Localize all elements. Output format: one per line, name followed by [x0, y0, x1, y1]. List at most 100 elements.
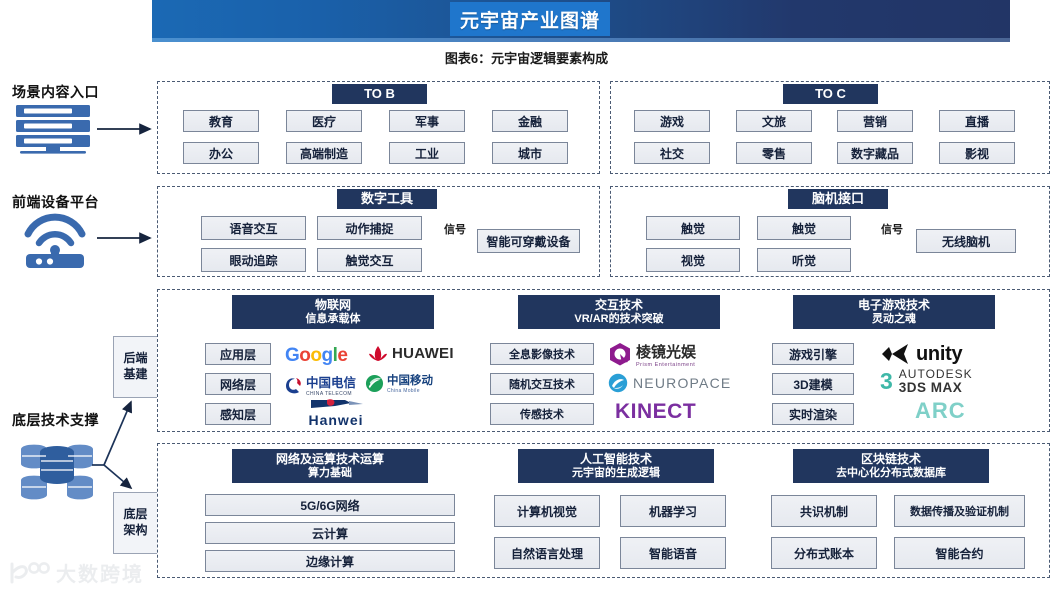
item-consensus-mechanism[interactable]: 共识机制: [771, 495, 877, 527]
hanwei-logo-text: Hanwei: [308, 412, 364, 428]
item-gaming[interactable]: 游戏: [634, 110, 710, 132]
item-machine-learning[interactable]: 机器学习: [620, 495, 726, 527]
chip-interaction-tech-title: 交互技术: [594, 297, 643, 312]
chip-bci: 脑机接口: [788, 189, 888, 209]
chip-to-c: TO C: [783, 84, 878, 104]
item-medical[interactable]: 医疗: [286, 110, 362, 132]
autodesk-label: AUTODESK: [898, 367, 973, 382]
item-retail[interactable]: 零售: [736, 142, 812, 164]
chip-gaming-tech-title: 电子游戏技术: [857, 297, 930, 312]
item-military[interactable]: 军事: [389, 110, 465, 132]
chip-iot-sub: 信息承载体: [305, 312, 361, 325]
item-cloud-computing[interactable]: 云计算: [205, 522, 455, 544]
item-social[interactable]: 社交: [634, 142, 710, 164]
item-film-tv[interactable]: 影视: [939, 142, 1015, 164]
item-haptic-2[interactable]: 触觉: [757, 216, 851, 240]
rail-node-backend-infra-line2: 基建: [123, 367, 148, 381]
item-holographic-imaging[interactable]: 全息影像技术: [490, 343, 594, 365]
item-haptic-interaction[interactable]: 触觉交互: [317, 248, 422, 272]
rail-label-scene-entry: 场景内容入口: [12, 84, 99, 100]
google-logo-o1: o: [299, 345, 311, 366]
chip-blockchain-tech-title: 区块链技术: [860, 451, 921, 466]
item-network-layer[interactable]: 网络层: [205, 373, 271, 395]
item-haptic-1[interactable]: 触觉: [646, 216, 740, 240]
rail-node-backend-infra-line1: 后端: [123, 351, 148, 366]
item-3d-modeling[interactable]: 3D建模: [772, 373, 854, 395]
rail-node-underlying-arch[interactable]: 底层 架构: [113, 492, 158, 554]
item-wireless-bci[interactable]: 无线脑机: [916, 229, 1016, 253]
item-sensing-tech[interactable]: 传感技术: [490, 403, 594, 425]
chip-ai-tech-sub: 元宇宙的生成逻辑: [572, 466, 660, 479]
prism-logo-en: Prism Entertainment: [636, 362, 696, 368]
hanwei-logo: Hanwei: [305, 398, 367, 428]
item-office[interactable]: 办公: [183, 142, 259, 164]
chip-gaming-tech-sub: 灵动之魂: [872, 312, 916, 325]
item-smart-wearable-device[interactable]: 智能可穿戴设备: [477, 229, 580, 253]
item-education[interactable]: 教育: [183, 110, 259, 132]
chip-network-computing-title: 网络及运算技术运算: [275, 451, 384, 466]
chip-ai-tech: 人工智能技术 元宇宙的生成逻辑: [518, 449, 714, 483]
arc-logo-text: ARC: [915, 398, 966, 423]
chip-gaming-tech: 电子游戏技术 灵动之魂: [793, 295, 995, 329]
item-game-engine[interactable]: 游戏引擎: [772, 343, 854, 365]
item-hearing[interactable]: 听觉: [757, 248, 851, 272]
signal-label-right: 信号: [881, 224, 903, 236]
watermark-text: 大数跨境: [56, 564, 144, 586]
prism-logo-cn: 棱镜光娱: [636, 344, 697, 361]
item-application-layer[interactable]: 应用层: [205, 343, 271, 365]
neuropace-logo-text: NEUROPACE: [633, 375, 732, 391]
item-smart-speech[interactable]: 智能语音: [620, 537, 726, 569]
item-voice-interaction[interactable]: 语音交互: [201, 216, 306, 240]
item-distributed-ledger[interactable]: 分布式账本: [771, 537, 877, 569]
google-logo-e: e: [337, 345, 348, 366]
item-culture-tourism[interactable]: 文旅: [736, 110, 812, 132]
watermark-logo-mark-icon: [10, 561, 50, 583]
item-edge-computing[interactable]: 边缘计算: [205, 550, 455, 572]
china-mobile-en: China Mobile: [387, 388, 420, 394]
item-high-end-manufacturing[interactable]: 高端制造: [286, 142, 362, 164]
china-mobile-logo: 中国移动 China Mobile: [365, 372, 433, 394]
item-motion-capture[interactable]: 动作捕捉: [317, 216, 422, 240]
item-data-transmission-verification[interactable]: 数据传播及验证机制: [894, 495, 1025, 527]
google-logo-o2: o: [310, 345, 322, 366]
figure-caption: 图表6：元宇宙逻辑要素构成: [444, 51, 609, 66]
rail-node-underlying-arch-line1: 底层: [123, 507, 148, 522]
huawei-logo: HUAWEI: [368, 345, 454, 362]
item-smart-contract[interactable]: 智能合约: [894, 537, 1025, 569]
chip-to-b: TO B: [332, 84, 427, 104]
prism-entertainment-logo: 棱镜光娱 Prism Entertainment: [608, 341, 696, 368]
china-telecom-logo: 中国电信 CHINA TELECOM: [283, 372, 356, 397]
arc-logo: ARC: [915, 398, 966, 424]
chip-ai-tech-title: 人工智能技术: [579, 451, 652, 466]
wifi-router-icon: [24, 213, 86, 268]
prism-logo-text: 棱镜光娱 Prism Entertainment: [636, 341, 696, 368]
item-digital-collectibles[interactable]: 数字藏品: [837, 142, 913, 164]
3dsmax-label: 3DS MAX: [898, 379, 963, 395]
item-livestream[interactable]: 直播: [939, 110, 1015, 132]
item-realtime-rendering[interactable]: 实时渲染: [772, 403, 854, 425]
database-cluster-icon: [21, 444, 93, 500]
china-mobile-cn: 中国移动: [387, 375, 433, 387]
signal-label-left: 信号: [444, 224, 466, 236]
item-random-interaction[interactable]: 随机交互技术: [490, 373, 594, 395]
item-marketing[interactable]: 营销: [837, 110, 913, 132]
item-perception-layer[interactable]: 感知层: [205, 403, 271, 425]
item-computer-vision[interactable]: 计算机视觉: [494, 495, 600, 527]
item-industry[interactable]: 工业: [389, 142, 465, 164]
server-stack-icon: [16, 105, 90, 154]
chip-blockchain-tech-sub: 去中心化分布式数据库: [836, 466, 946, 479]
item-vision[interactable]: 视觉: [646, 248, 740, 272]
rail-label-underlying-support: 底层技术支撑: [12, 412, 99, 428]
item-city[interactable]: 城市: [492, 142, 568, 164]
huawei-flower-icon: [369, 346, 387, 361]
huawei-logo-text: HUAWEI: [392, 345, 454, 362]
rail-node-backend-infra[interactable]: 后端 基建: [113, 336, 158, 398]
item-finance[interactable]: 金融: [492, 110, 568, 132]
page-title: 元宇宙产业图谱: [450, 2, 610, 36]
item-nlp[interactable]: 自然语言处理: [494, 537, 600, 569]
chip-interaction-tech: 交互技术 VR/AR的技术突破: [518, 295, 720, 329]
item-5g-6g-network[interactable]: 5G/6G网络: [205, 494, 455, 516]
item-eye-tracking[interactable]: 眼动追踪: [201, 248, 306, 272]
unity-logo: unity: [880, 342, 963, 366]
